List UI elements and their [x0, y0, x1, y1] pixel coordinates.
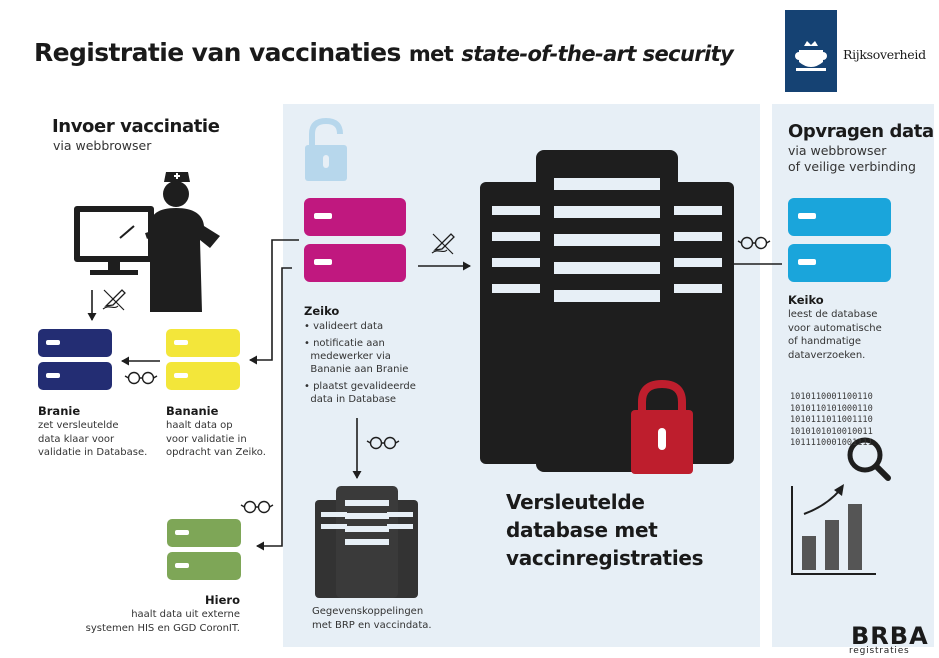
keiko-label: Keiko — [788, 293, 824, 307]
opvragen-heading: Opvragen data — [788, 121, 934, 142]
zeiko-bullet-1: • valideert data — [304, 321, 384, 332]
main-database-icon — [480, 150, 734, 472]
nurse-icon — [145, 172, 220, 312]
pen-signature-icon-branie — [102, 289, 126, 311]
connector-lines — [87, 239, 782, 551]
hiero-description: haalt data uit externe systemen HIS en G… — [85, 609, 240, 634]
arrow-zeiko-to-bananie — [249, 239, 299, 365]
keiko-description: leest de database voor automatische of h… — [788, 309, 882, 361]
database-label: Versleutelde database met vaccinregistra… — [506, 490, 704, 570]
computer-monitor-icon — [74, 206, 154, 275]
hiero-server-icon — [167, 519, 241, 580]
brba-logo: BRBA — [851, 622, 929, 650]
zeiko-bullet-2: • notificatie aan medewerker via Bananie… — [304, 338, 409, 375]
invoer-subheading: via webbrowser — [53, 138, 152, 153]
glasses-icon-hiero — [240, 500, 274, 514]
bananie-description: haalt data op voor validatie in opdracht… — [166, 420, 266, 458]
branie-server-icon — [38, 329, 112, 390]
invoer-heading: Invoer vaccinatie — [52, 116, 220, 137]
zeiko-server-icon — [304, 198, 406, 282]
arrow-zeiko-to-hiero — [256, 267, 292, 551]
page-title: Registratie van vaccinaties met state-of… — [34, 38, 734, 67]
bananie-label: Bananie — [166, 404, 219, 418]
branie-label: Branie — [38, 404, 81, 418]
opvragen-subheading: via webbrowser of veilige verbinding — [788, 143, 916, 174]
koppeling-server-icon — [315, 486, 418, 598]
brba-logo-subtext: registraties — [849, 646, 910, 656]
hiero-label: Hiero — [205, 593, 240, 607]
rijksoverheid-logo-text: Rijksoverheid — [843, 47, 926, 62]
magnifier-icon — [847, 437, 891, 481]
pen-signature-icon-database — [431, 233, 455, 255]
zeiko-bullets: • valideert data • notificatie aan medew… — [304, 320, 416, 406]
glasses-icon-bananie — [124, 371, 158, 385]
zeiko-label: Zeiko — [304, 304, 340, 318]
branie-description: zet versleutelde data klaar voor validat… — [38, 420, 148, 458]
keiko-server-icon — [788, 198, 891, 282]
bar-chart-icon — [791, 484, 876, 575]
glasses-icon-keiko — [737, 236, 771, 250]
locked-padlock-icon — [631, 379, 693, 474]
zeiko-bullet-3: • plaatst gevalideerde data in Database — [304, 381, 416, 405]
rijksoverheid-emblem-icon — [785, 10, 837, 92]
bananie-server-icon — [166, 329, 240, 390]
binary-data: 1010110001100110 1010110101000110 101011… — [790, 392, 873, 448]
glasses-icon-koppeling — [366, 436, 400, 450]
koppelingen-label: Gegevenskoppelingen met BRP en vaccindat… — [312, 606, 432, 631]
unlocked-padlock-icon — [305, 117, 347, 181]
